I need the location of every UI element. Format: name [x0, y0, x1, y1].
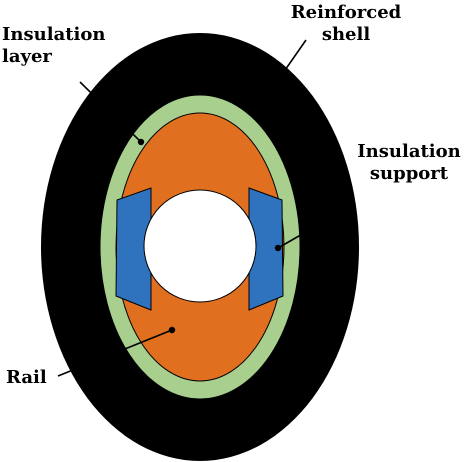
- leader-dot-rail: [168, 326, 176, 334]
- leader-line-insulation-support: [277, 208, 347, 249]
- label-insulation-layer-line2: layer: [2, 46, 52, 67]
- leader-line-reinforced-shell: [282, 39, 307, 74]
- leader-line-rail: [57, 329, 173, 377]
- label-reinforced-shell-line1: Reinforced: [290, 2, 402, 23]
- label-reinforced-shell: Reinforced shell: [282, 2, 410, 46]
- label-rail: Rail: [6, 367, 47, 389]
- label-insulation-support: Insulation support: [352, 141, 466, 185]
- leader-line-insulation-layer: [79, 81, 142, 143]
- label-insulation-layer: Insulation layer: [2, 24, 105, 68]
- center-hole: [143, 189, 257, 303]
- leader-dot-insulation-support: [274, 244, 282, 252]
- label-insulation-layer-line1: Insulation: [2, 24, 106, 45]
- leader-dot-insulation-layer: [137, 138, 145, 146]
- label-rail-line1: Rail: [6, 367, 47, 388]
- label-reinforced-shell-line2: shell: [321, 24, 371, 45]
- label-insulation-support-line1: Insulation: [357, 141, 461, 162]
- label-insulation-support-line2: support: [369, 163, 449, 184]
